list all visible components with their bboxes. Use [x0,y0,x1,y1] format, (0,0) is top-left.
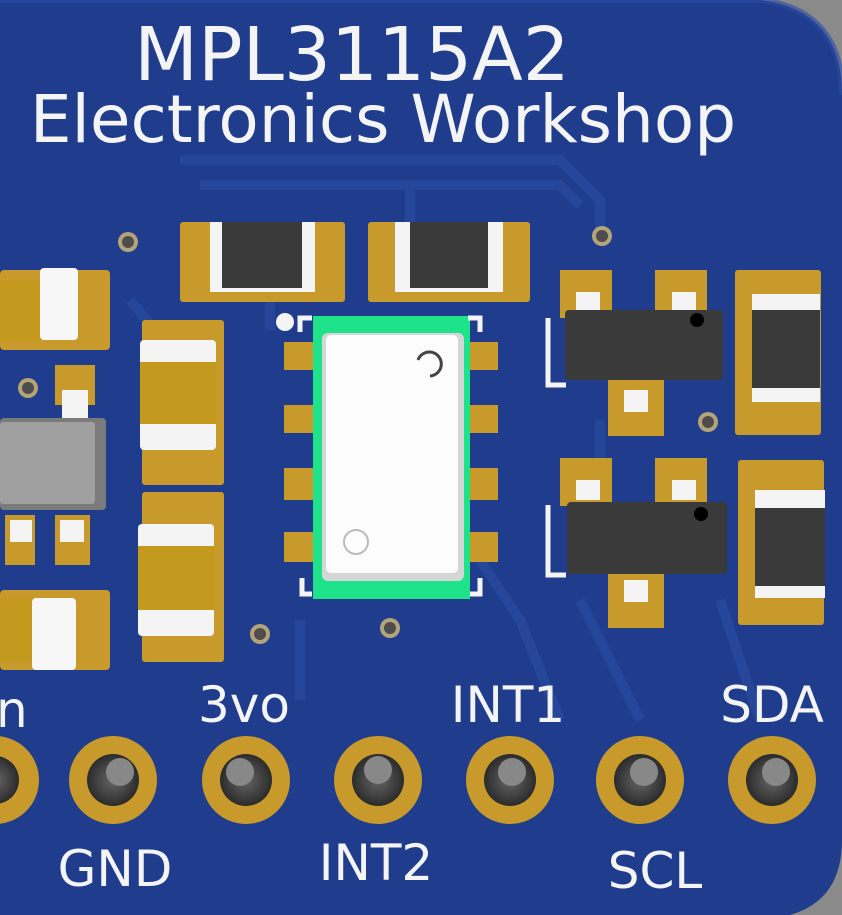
left-capacitor-top [0,268,110,350]
pin-hole-3vo [202,736,290,824]
resistor-top-right [368,222,530,302]
transistor-bottom [545,458,727,628]
pin-label-int1: INT1 [451,676,566,734]
pin-label-gnd: GND [58,840,173,898]
transistor-top [545,270,723,436]
pin-label-3vo: 3vo [198,676,290,734]
resistor-right-bottom [738,460,825,625]
pin-hole-vin [0,736,39,824]
pin-hole-gnd [69,736,157,824]
pin-hole-scl [596,736,684,824]
board-title: MPL3115A2 [134,12,570,98]
resistor-top-left [180,222,345,302]
pin-hole-int1 [466,736,554,824]
mpl3115a2-sensor-chip [276,313,498,599]
left-capacitor-bottom [0,590,110,670]
pin-label-scl: SCL [608,842,703,900]
pin-hole-sda [728,736,816,824]
capacitor-mid-bottom [138,492,224,662]
pin-label-sda: SDA [720,676,824,734]
vias [18,226,718,644]
header-pins [0,736,816,824]
capacitor-mid-top [140,320,224,485]
pin-hole-int2 [334,736,422,824]
pin-label-int2: INT2 [319,834,434,892]
pin-label-vin-partial: n [0,681,28,739]
left-regulator [0,365,106,565]
resistor-right-top [735,270,821,435]
board-subtitle: Electronics Workshop [30,81,736,158]
